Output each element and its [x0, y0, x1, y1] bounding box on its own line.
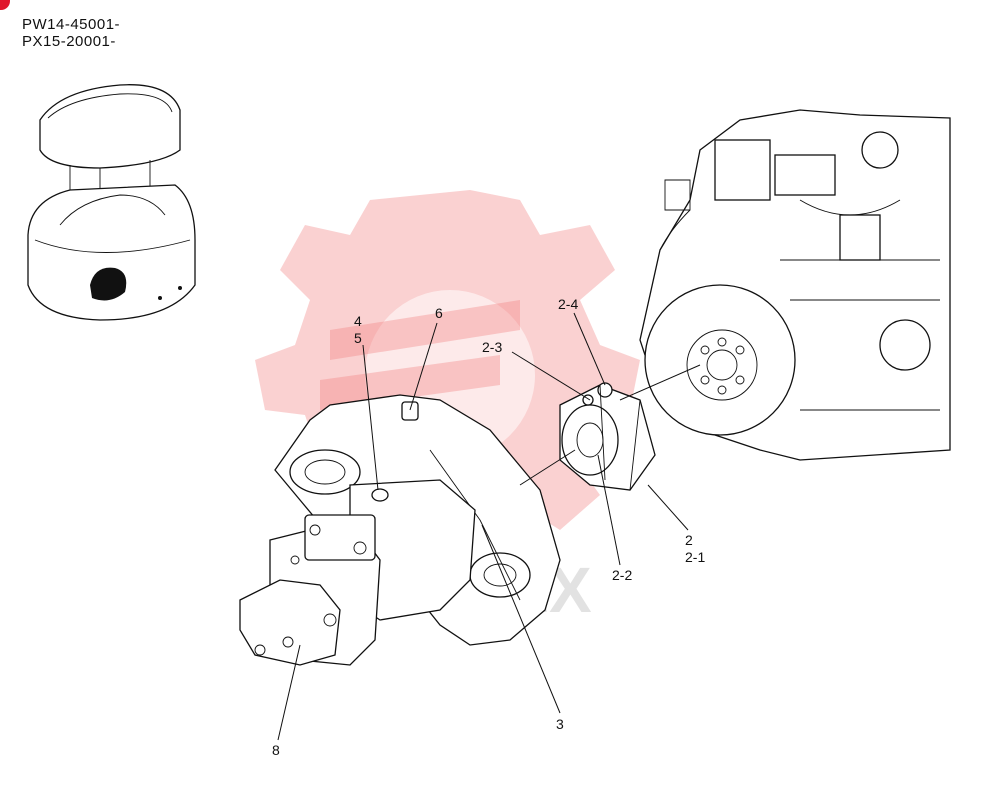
callout-2-4: 2-4	[558, 296, 578, 312]
leader-lines	[277, 312, 701, 741]
callout-8: 8	[272, 742, 280, 758]
callout-6: 6	[435, 305, 443, 321]
coupling-part-2	[559, 382, 656, 491]
pump-location-marker	[90, 267, 127, 301]
fitting-part-4-5	[371, 488, 389, 502]
corner-marker	[0, 0, 10, 10]
callout-5: 5	[354, 330, 362, 346]
flywheel-housing	[644, 284, 796, 436]
hydraulic-pump-part-8	[239, 479, 476, 666]
bolt-part-6	[401, 401, 419, 421]
callout-2: 2	[685, 532, 693, 548]
engine-assembly	[639, 109, 951, 461]
flywheel-hub	[686, 329, 758, 401]
callout-2-1: 2-1	[685, 549, 705, 565]
callout-3: 3	[556, 716, 564, 732]
callout-labels: 4 5 6 2-3 2-4 2 2-1 2-2 3 8	[272, 296, 705, 758]
callout-4: 4	[354, 313, 362, 329]
serial-number-1: PW14-45001-	[22, 16, 121, 33]
callout-2-3: 2-3	[482, 339, 502, 355]
machine-inset-view	[27, 84, 196, 321]
serial-number-2: PX15-20001-	[22, 33, 116, 50]
serial-number-block: PW14-45001- PX15-20001-	[22, 16, 120, 50]
callout-2-2: 2-2	[612, 567, 632, 583]
